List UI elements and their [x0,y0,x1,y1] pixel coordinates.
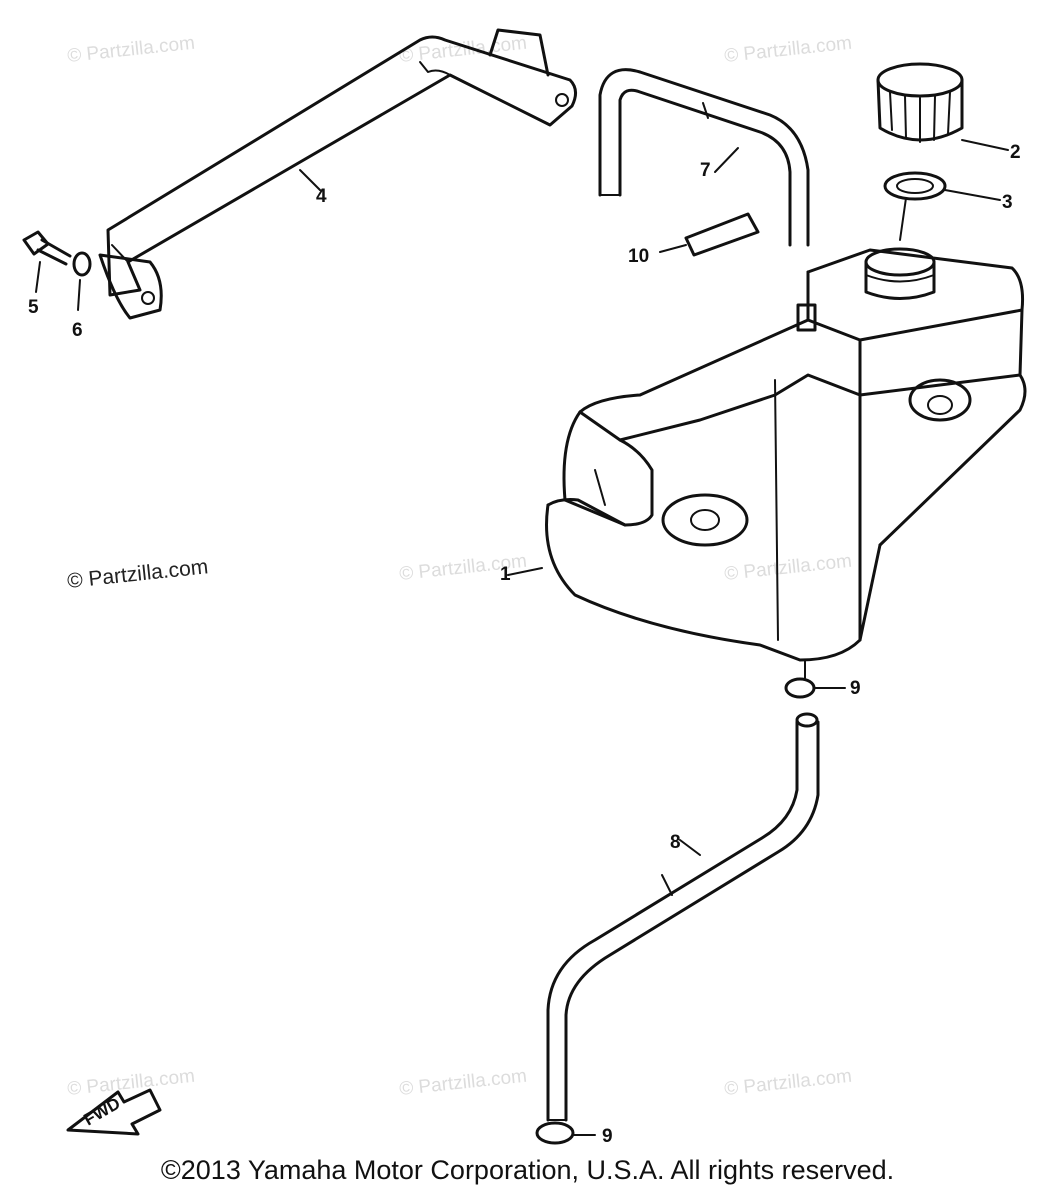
watermark-dark: © Partzilla.com [66,555,209,593]
washer-part-6 [72,251,92,311]
watermark-3: © Partzilla.com [723,33,853,67]
copyright-notice: ©2013 Yamaha Motor Corporation, U.S.A. A… [160,1155,895,1185]
callout-4: 4 [316,186,327,207]
watermark-1: © Partzilla.com [66,33,196,67]
watermark-8: © Partzilla.com [723,1066,853,1100]
gasket-part-3 [883,171,1001,201]
callout-3: 3 [1002,192,1013,213]
clamp-lower-part-9 [535,1121,596,1145]
fuel-cap-part-2 [876,62,1009,151]
callout-9-upper: 9 [850,678,861,699]
callout-5: 5 [28,297,39,318]
decal-part-10 [659,212,760,257]
callout-7: 7 [700,160,711,181]
bolt-part-5 [22,230,72,293]
fwd-label: FWD [81,1094,124,1130]
callout-1: 1 [500,564,511,585]
callout-10: 10 [628,246,649,267]
breather-hose-part-7 [598,68,810,247]
watermark-7: © Partzilla.com [398,1066,528,1100]
fuel-hose-part-8 [546,712,820,1122]
callout-8: 8 [670,832,681,853]
fuel-tank-part-1 [507,197,1027,662]
bracket-part-4 [98,28,577,320]
watermark-5: © Partzilla.com [723,551,853,585]
callout-6: 6 [72,320,83,341]
clamp-upper-part-9 [784,659,846,699]
callout-labels: 1 2 3 4 5 6 7 8 9 9 10 [28,142,1021,1147]
callout-2: 2 [1010,142,1021,163]
callout-9-lower: 9 [602,1126,613,1147]
watermark-6: © Partzilla.com [66,1066,196,1100]
